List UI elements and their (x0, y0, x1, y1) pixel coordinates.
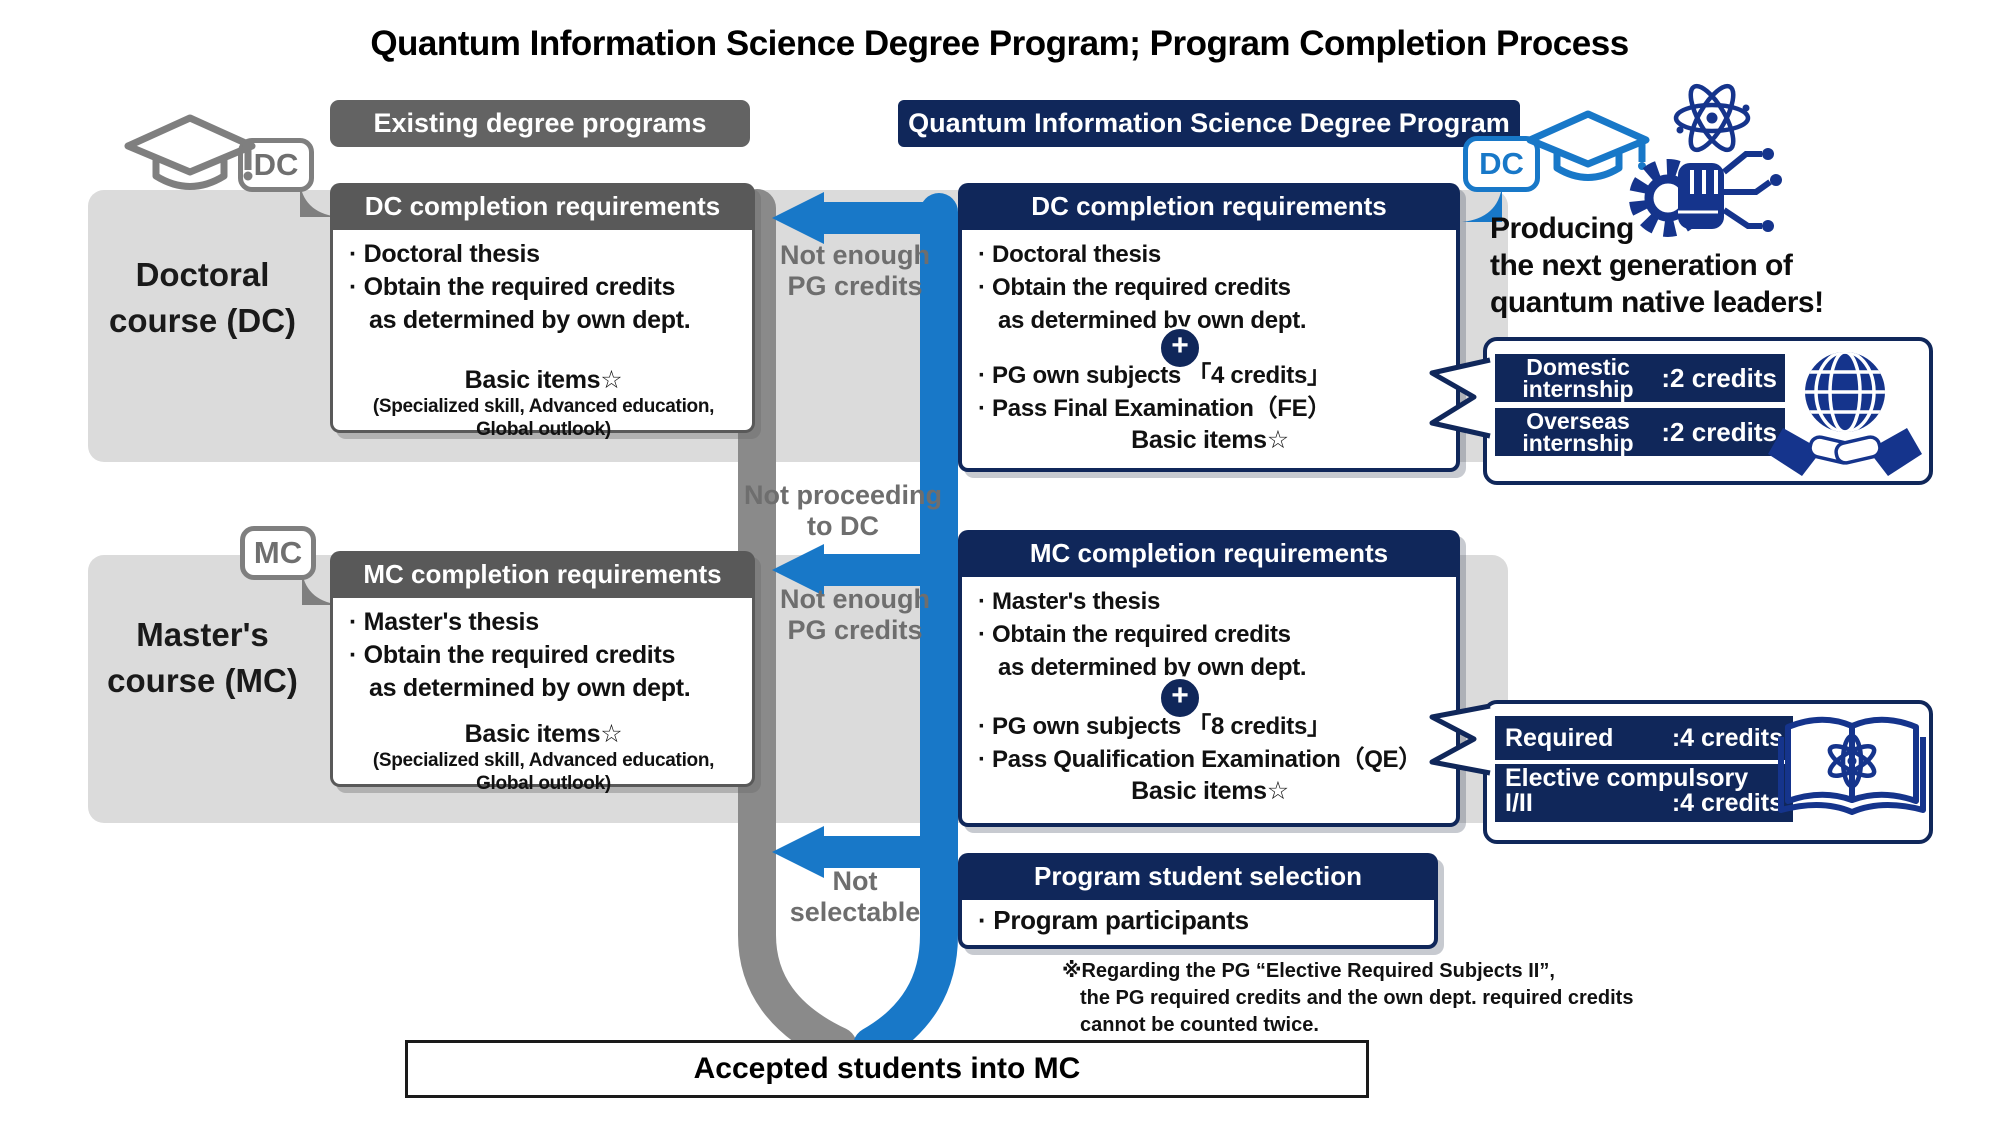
requirement-item: · Obtain the required credits (349, 641, 676, 669)
basic-items-note: Global outlook) (476, 419, 611, 440)
graduation-cap-icon (1526, 110, 1650, 181)
dc-badge-right: DC (1463, 136, 1540, 192)
right-dc-card-body: · Doctoral thesis · Obtain the required … (958, 230, 1460, 472)
left-dc-card-body: · Doctoral thesis · Obtain the required … (330, 230, 755, 440)
program-selection-body: · Program participants (958, 900, 1438, 949)
accepted-students-box: Accepted students into MC (405, 1040, 1369, 1098)
right-mc-card-header: MC completion requirements (958, 530, 1460, 577)
requirement-item: · Master's thesis (349, 608, 539, 636)
right-mc-card-body: · Master's thesis · Obtain the required … (958, 577, 1460, 827)
requirement-item: · Obtain the required credits (349, 273, 676, 301)
footnote: ※Regarding the PG “Elective Required Sub… (1062, 960, 1682, 1041)
requirement-item: as determined by own dept. (998, 307, 1307, 334)
internship-label: Domestic internship (1522, 354, 1634, 402)
left-mc-card-header: MC completion requirements (330, 551, 755, 598)
tagline-line: the next generation of (1490, 249, 1793, 282)
flow-label-not-selectable: Not selectable (789, 866, 921, 928)
dc-badge-left: DC (238, 138, 314, 192)
basic-items-note: (Specialized skill, Advanced education, (372, 396, 715, 417)
doctoral-band-label: Doctoral course (DC) (108, 256, 297, 339)
requirement-item: · PG own subjects 「4 credits」 (978, 362, 1331, 389)
internship-label: Overseas internship (1522, 408, 1634, 456)
basic-items-label: Basic items☆ (464, 366, 623, 394)
elective-label-2: I/II (1505, 789, 1533, 817)
plus-icon: + (1158, 326, 1202, 370)
page-title: Quantum Information Science Degree Progr… (370, 24, 1629, 63)
tagline: Producing the next generation of quantum… (1490, 210, 1930, 321)
internship-credits: :2 credits (1661, 416, 1777, 447)
domestic-internship-pill: Domestic internship :2 credits (1495, 354, 1785, 402)
flow-label-not-enough-pg-mc: Not enough PG credits (780, 584, 930, 646)
required-label: Required (1505, 723, 1614, 752)
tagline-line: quantum native leaders! (1490, 286, 1824, 319)
footnote-line: the PG required credits and the own dept… (1080, 987, 1634, 1009)
required-credits-value: :4 credits (1671, 723, 1783, 752)
basic-items-label: Basic items☆ (464, 720, 623, 748)
requirement-item: · Pass Final Examination（FE） (978, 395, 1332, 422)
elective-label: Elective compulsory (1505, 764, 1749, 792)
existing-programs-header: Existing degree programs (330, 100, 750, 147)
internship-credits: :2 credits (1661, 362, 1777, 393)
flow-label-not-enough-pg-dc: Not enough PG credits (780, 240, 930, 302)
right-mc-requirements-card: MC completion requirements · Master's th… (958, 530, 1460, 827)
left-dc-card-header: DC completion requirements (330, 183, 755, 230)
right-dc-card-header: DC completion requirements (958, 183, 1460, 230)
right-dc-requirements-card: DC completion requirements · Doctoral th… (958, 183, 1460, 472)
mc-badge-left: MC (240, 526, 316, 580)
flow-label-not-proceeding: Not proceeding to DC (743, 480, 942, 542)
program-selection-header: Program student selection (958, 853, 1438, 900)
left-mc-requirements-card: MC completion requirements · Master's th… (330, 551, 755, 794)
basic-items-label: Basic items☆ (1131, 426, 1289, 454)
footnote-line: cannot be counted twice. (1080, 1014, 1319, 1036)
masters-band-label: Master's course (MC) (107, 616, 298, 699)
graduation-cap-icon (124, 114, 256, 190)
atom-icon (1673, 83, 1751, 153)
requirement-item: · Doctoral thesis (978, 241, 1161, 268)
requirement-item: as determined by own dept. (998, 654, 1307, 681)
requirement-item: · Obtain the required credits (978, 621, 1291, 648)
basic-items-label: Basic items☆ (1131, 777, 1289, 805)
tagline-line: Producing (1490, 212, 1634, 245)
requirement-item: · Master's thesis (978, 588, 1161, 615)
requirement-item: as determined by own dept. (369, 674, 691, 702)
required-credits-pill: Required :4 credits (1495, 716, 1793, 760)
requirement-item: · PG own subjects 「8 credits」 (978, 713, 1331, 740)
requirement-item: · Doctoral thesis (349, 240, 540, 268)
plus-icon: + (1158, 676, 1202, 720)
qis-program-header: Quantum Information Science Degree Progr… (898, 100, 1520, 147)
basic-items-note: (Specialized skill, Advanced education, (372, 750, 715, 771)
elective-compulsory-pill: Elective compulsory I/II :4 credits (1495, 764, 1793, 822)
elective-credits-value: :4 credits (1671, 789, 1783, 817)
basic-items-note: Global outlook) (476, 773, 611, 794)
requirement-item: as determined by own dept. (369, 306, 691, 334)
left-mc-card-body: · Master's thesis · Obtain the required … (330, 598, 755, 794)
overseas-internship-pill: Overseas internship :2 credits (1495, 408, 1785, 456)
program-selection-card: Program student selection · Program part… (958, 853, 1438, 949)
program-participants-item: · Program participants (978, 905, 1249, 935)
left-dc-requirements-card: DC completion requirements · Doctoral th… (330, 183, 755, 440)
footnote-line: ※Regarding the PG “Elective Required Sub… (1062, 960, 1555, 982)
requirement-item: · Pass Qualification Examination（QE） (978, 746, 1422, 773)
requirement-item: · Obtain the required credits (978, 274, 1291, 301)
